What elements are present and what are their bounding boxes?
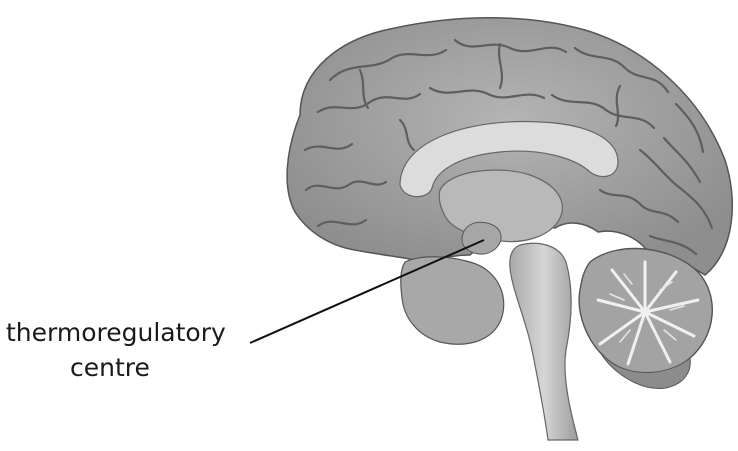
centre-label: centre [70,353,150,383]
hypothalamus [462,222,501,254]
brainstem [510,243,578,440]
thermoregulatory-label: thermoregulatory [6,318,226,348]
cerebellum [579,249,712,374]
